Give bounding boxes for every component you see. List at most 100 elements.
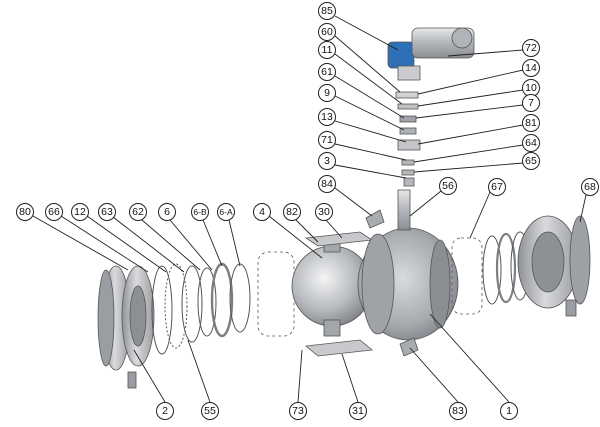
callout-31-label: 31 bbox=[352, 405, 364, 417]
callout-81: 81 bbox=[522, 114, 540, 132]
callout-81-label: 81 bbox=[525, 117, 537, 129]
leader-line bbox=[169, 219, 213, 271]
callout-6-a: 6-A bbox=[217, 203, 235, 221]
leader-line bbox=[417, 89, 524, 107]
callout-30: 30 bbox=[315, 203, 333, 221]
callout-73: 73 bbox=[289, 402, 307, 420]
callout-83-label: 83 bbox=[452, 405, 464, 417]
callout-85-label: 85 bbox=[321, 5, 333, 17]
leader-line bbox=[334, 187, 373, 217]
callout-71: 71 bbox=[318, 131, 336, 149]
part-stem bbox=[397, 189, 411, 231]
callout-2: 2 bbox=[156, 402, 174, 420]
callout-7-label: 7 bbox=[528, 97, 534, 109]
part-body bbox=[357, 227, 459, 341]
leader-line bbox=[409, 190, 442, 217]
callout-3-label: 3 bbox=[324, 155, 330, 167]
callout-6-b: 6-B bbox=[191, 203, 209, 221]
callout-84-label: 84 bbox=[321, 178, 333, 190]
callout-14: 14 bbox=[522, 59, 540, 77]
callout-67: 67 bbox=[488, 178, 506, 196]
callout-61: 61 bbox=[318, 63, 336, 81]
callout-85: 85 bbox=[318, 2, 336, 20]
callout-6-b-label: 6-B bbox=[193, 207, 207, 217]
callout-65: 65 bbox=[522, 152, 540, 170]
callout-64-label: 64 bbox=[525, 137, 537, 149]
callout-62: 62 bbox=[129, 203, 147, 221]
callout-6: 6 bbox=[158, 203, 176, 221]
part-seal-rings-right bbox=[482, 231, 530, 305]
callout-60-label: 60 bbox=[321, 26, 333, 38]
leader-line bbox=[334, 120, 407, 143]
part-actuator bbox=[387, 27, 475, 81]
leader-line bbox=[413, 144, 524, 163]
callout-30-label: 30 bbox=[318, 206, 330, 218]
callout-72-label: 72 bbox=[525, 42, 537, 54]
leader-line bbox=[447, 49, 524, 57]
callout-71-label: 71 bbox=[321, 134, 333, 146]
part-right-flange-end bbox=[517, 215, 591, 317]
leader-line bbox=[334, 164, 407, 179]
callout-13-label: 13 bbox=[321, 111, 333, 123]
leader-line bbox=[112, 216, 185, 273]
callout-65-label: 65 bbox=[525, 155, 537, 167]
leader-line bbox=[334, 15, 399, 51]
callout-61-label: 61 bbox=[321, 66, 333, 78]
leader-line bbox=[429, 313, 510, 403]
callout-1-label: 1 bbox=[506, 405, 512, 417]
leader-line bbox=[334, 95, 405, 131]
part-left-flange-end bbox=[97, 265, 155, 389]
part-seat-spring-right bbox=[451, 237, 483, 315]
callout-55: 55 bbox=[201, 402, 219, 420]
callout-4-label: 4 bbox=[259, 206, 265, 218]
callout-68-label: 68 bbox=[584, 181, 596, 193]
callout-82-label: 82 bbox=[286, 206, 298, 218]
callout-13: 13 bbox=[318, 108, 336, 126]
callout-60: 60 bbox=[318, 23, 336, 41]
leader-lines bbox=[32, 15, 587, 403]
leader-line bbox=[579, 194, 587, 223]
callout-10: 10 bbox=[522, 79, 540, 97]
leader-line bbox=[60, 215, 149, 273]
leader-line bbox=[297, 349, 303, 403]
leader-line bbox=[334, 143, 407, 161]
leader-line bbox=[325, 219, 343, 239]
leader-line bbox=[413, 162, 524, 173]
callout-68: 68 bbox=[581, 178, 599, 196]
leader-line bbox=[86, 215, 167, 273]
callout-7: 7 bbox=[522, 94, 540, 112]
callout-66: 66 bbox=[45, 203, 63, 221]
callout-56-label: 56 bbox=[442, 180, 454, 192]
callout-10-label: 10 bbox=[525, 82, 537, 94]
callout-4: 4 bbox=[253, 203, 271, 221]
leader-line bbox=[133, 349, 166, 403]
callout-63: 63 bbox=[98, 203, 116, 221]
callout-3: 3 bbox=[318, 152, 336, 170]
callout-62-label: 62 bbox=[132, 206, 144, 218]
leader-line bbox=[469, 191, 491, 239]
callout-12: 12 bbox=[71, 203, 89, 221]
callout-56: 56 bbox=[439, 177, 457, 195]
part-bracket-84 bbox=[365, 209, 385, 229]
leader-line bbox=[334, 53, 403, 105]
callout-9: 9 bbox=[318, 84, 336, 102]
leader-line bbox=[295, 219, 319, 243]
part-trunnion-plate-bottom bbox=[305, 339, 373, 357]
leader-line bbox=[141, 219, 201, 271]
callout-1: 1 bbox=[500, 402, 518, 420]
leader-line bbox=[341, 353, 359, 403]
callout-12-label: 12 bbox=[74, 206, 86, 218]
leader-line bbox=[202, 219, 223, 267]
callout-6-a-label: 6-A bbox=[219, 207, 233, 217]
part-stem-stack bbox=[395, 91, 421, 187]
part-seat-spring-left bbox=[257, 251, 295, 337]
leader-line bbox=[417, 69, 524, 95]
callout-83: 83 bbox=[449, 402, 467, 420]
leader-line bbox=[334, 35, 401, 93]
callout-80: 80 bbox=[16, 203, 34, 221]
leader-line bbox=[334, 75, 405, 119]
callout-55-label: 55 bbox=[204, 405, 216, 417]
callout-11: 11 bbox=[318, 41, 336, 59]
callout-31: 31 bbox=[349, 402, 367, 420]
callout-2-label: 2 bbox=[162, 405, 168, 417]
